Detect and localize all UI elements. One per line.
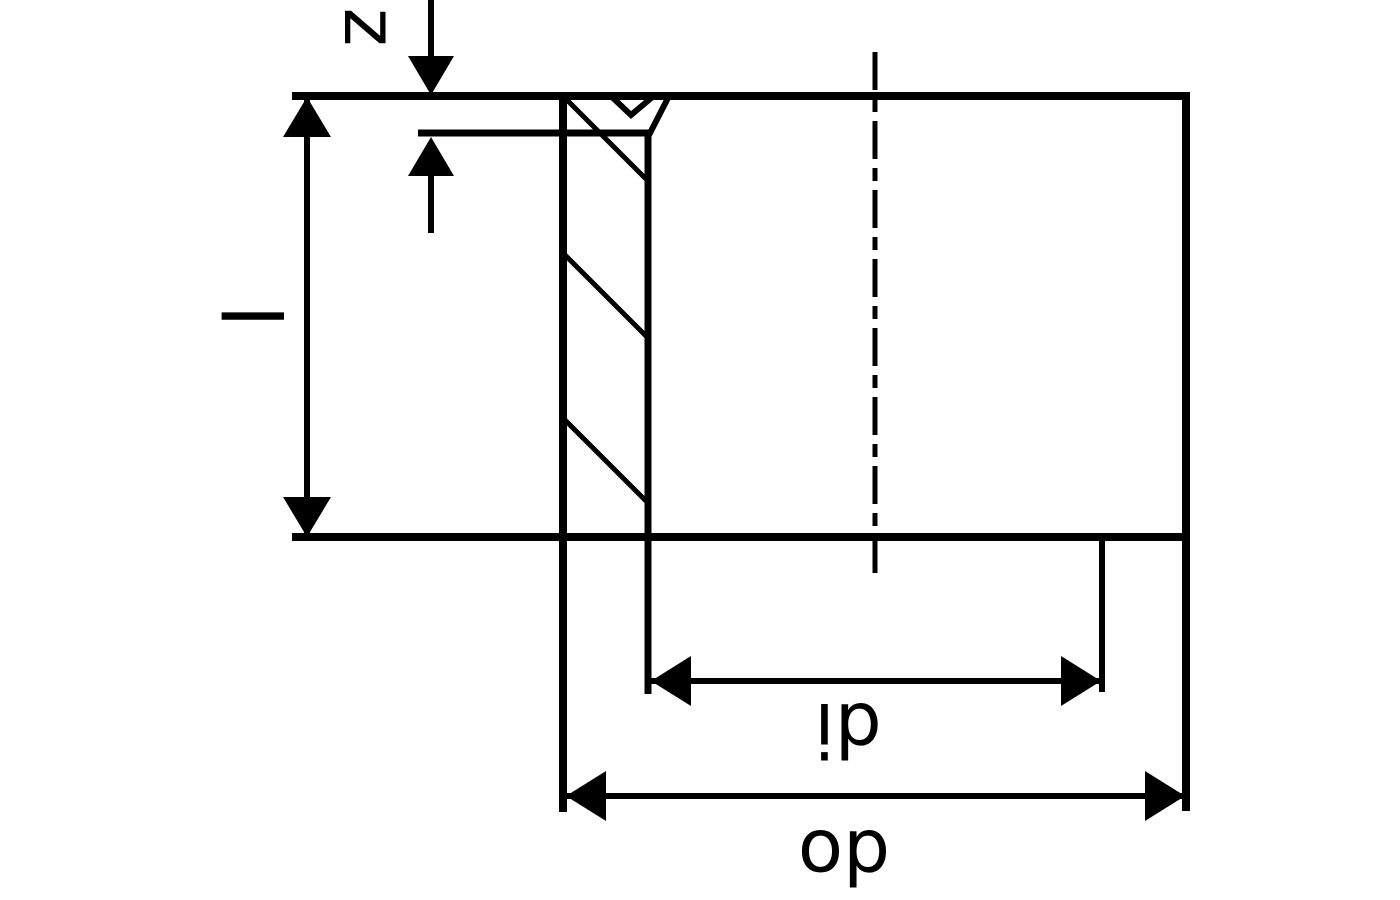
hatch-line [563,96,648,181]
arrowhead-down-icon [283,497,331,537]
dimension-di: di [651,540,1105,772]
hatch-line [563,253,648,338]
arrowhead-up-icon [283,97,331,137]
di-label: di [814,686,882,772]
check-mark-icon [610,91,658,120]
body-outline [292,92,1190,812]
arrowhead-up-icon [408,137,454,176]
arrowhead-right-icon [1145,771,1185,821]
section-hatching [563,96,648,503]
dimension-do: do [566,771,1185,899]
arrowhead-left-icon [651,656,691,706]
surface-finish-icon [610,91,658,120]
arrowhead-right-icon [1061,656,1101,706]
z-label: z [327,8,413,47]
dimension-l: l [202,97,331,537]
chamfer-line [646,94,672,137]
l-label: l [202,305,297,328]
arrowhead-down-icon [408,56,454,95]
do-label: do [798,813,890,899]
arrowhead-left-icon [566,771,606,821]
dimension-z: z [327,0,454,233]
hatch-line [563,418,648,503]
